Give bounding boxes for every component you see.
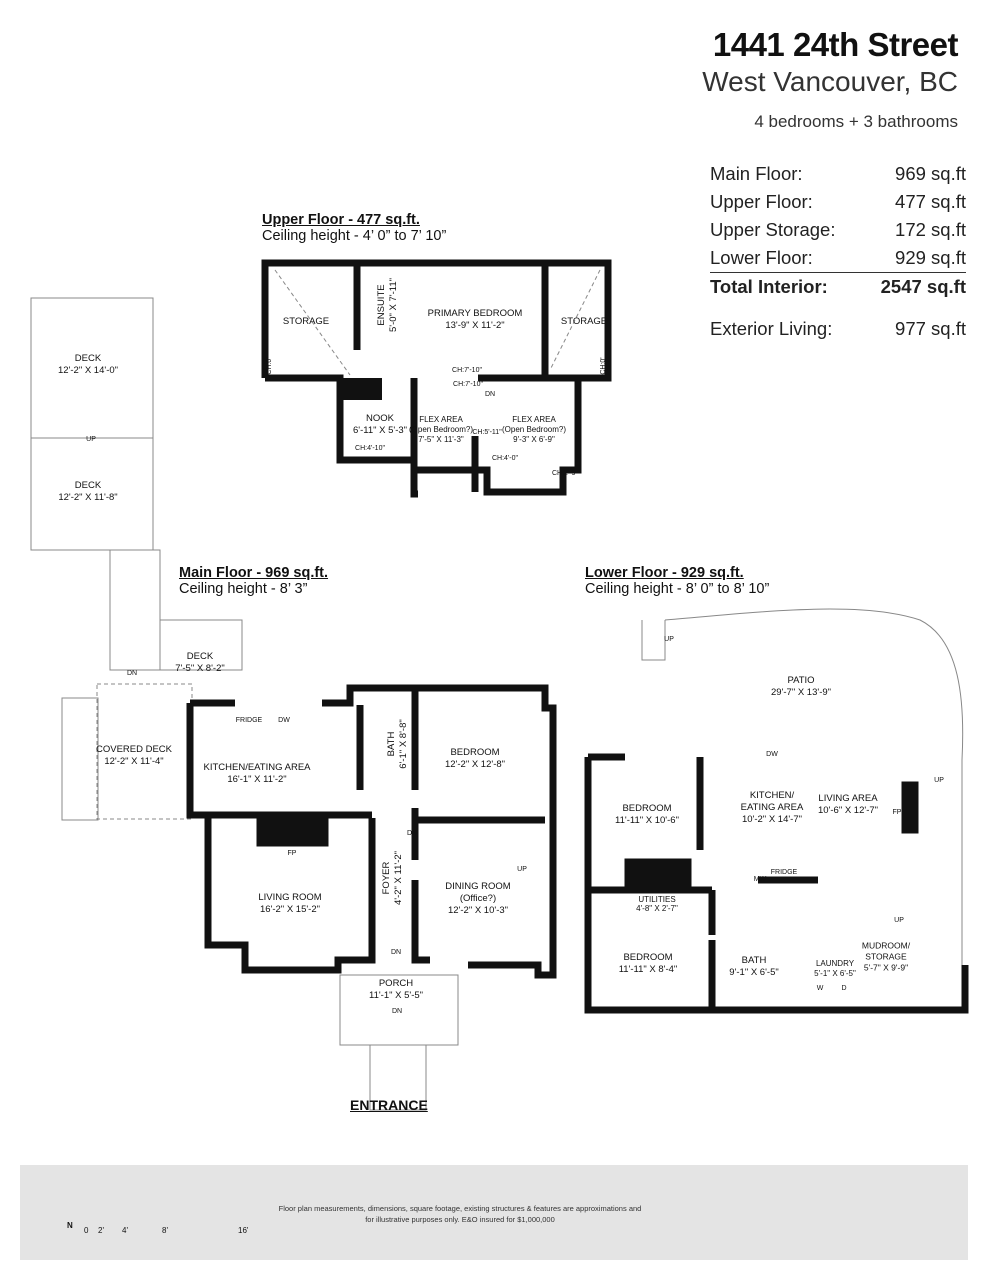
disclaimer-line: for illustrative purposes only. E&O insu… (365, 1215, 555, 1224)
disclaimer: Floor plan measurements, dimensions, squ… (260, 1203, 660, 1225)
stairs-up-label: UP (86, 436, 96, 443)
room-dining-room: DINING ROOM(Office?)12'-2" X 10'-3" (445, 881, 511, 916)
area-row: Upper Storage: 172 sq.ft (710, 216, 966, 244)
area-row: Lower Floor: 929 sq.ft (710, 244, 966, 272)
floor-title: Lower Floor - 929 sq.ft. (585, 565, 744, 581)
area-row: Main Floor: 969 sq.ft (710, 160, 966, 188)
stairs-down-label: DN (484, 391, 496, 398)
floor-title: Main Floor - 969 sq.ft. (179, 565, 329, 581)
area-label: Lower Floor: (710, 247, 813, 268)
walls (186, 259, 969, 1014)
disclaimer-line: Floor plan measurements, dimensions, squ… (278, 1204, 642, 1213)
room-upper-storage-west: STORAGE (282, 316, 330, 327)
area-exterior-row: Exterior Living: 977 sq.ft (710, 315, 966, 343)
room-flex-area-2: FLEX AREA(Open Bedroom?)9'-3" X 6'-9" (501, 415, 567, 444)
area-value: 969 sq.ft (895, 163, 966, 184)
fridge-label: FRIDGE (235, 717, 263, 724)
dryer-label: D (841, 985, 847, 992)
area-label: Total Interior: (710, 276, 828, 297)
dishwasher-label: DW (278, 717, 290, 724)
stairs-down-label: DN (406, 830, 418, 837)
bed-bath-summary: 4 bedrooms + 3 bathrooms (754, 112, 958, 131)
area-value: 2547 sq.ft (880, 276, 966, 297)
fridge-label: FRIDGE (770, 869, 798, 876)
floor-title: Upper Floor - 477 sq.ft. (262, 212, 420, 228)
ceiling-height-note: CH:0' (266, 357, 273, 375)
scale-tick: 16' (238, 1226, 249, 1235)
area-value: 172 sq.ft (895, 219, 966, 240)
ceiling-height-note: CH:7'-10" (452, 367, 482, 374)
main-floor-heading: Main Floor - 969 sq.ft. Ceiling height -… (179, 565, 328, 597)
entrance-label: ENTRANCE (350, 1097, 428, 1113)
lower-floor-heading: Lower Floor - 929 sq.ft. Ceiling height … (585, 565, 769, 597)
ceiling-height: Ceiling height - 8’ 3” (179, 581, 308, 597)
area-row: Upper Floor: 477 sq.ft (710, 188, 966, 216)
room-flex-area-1: FLEX AREA(Open Bedroom?)7'-5" X 11'-3" (408, 415, 474, 444)
ceiling-height: Ceiling height - 4’ 0” to 7’ 10” (262, 228, 447, 244)
dishwasher-label: DW (766, 751, 778, 758)
stairs-up-label: UP (517, 866, 527, 873)
washer-label: W (816, 985, 824, 992)
area-total-row: Total Interior: 2547 sq.ft (710, 272, 966, 301)
room-upper-storage-east: STORAGE (560, 316, 608, 327)
stairs-down-label: DN (126, 670, 138, 677)
area-value: 477 sq.ft (895, 191, 966, 212)
microwave-label: MW (753, 876, 767, 883)
stairs-down-label: DN (390, 949, 402, 956)
ceiling-height-note: CH:4'-10" (355, 445, 385, 452)
stairs-up-label: UP (894, 917, 904, 924)
fireplace-label: FP (892, 809, 902, 816)
property-address: 1441 24th Street (712, 26, 959, 63)
stairs-up-label: UP (934, 777, 944, 784)
upper-storage-lines (274, 269, 601, 376)
ceiling-height-note: CH:7'-10" (453, 381, 483, 388)
area-value: 977 sq.ft (895, 318, 966, 339)
ceiling-height-note: CH:4'-0" (492, 455, 518, 462)
footer-bar (20, 1165, 968, 1260)
area-value: 929 sq.ft (895, 247, 966, 268)
chimney-block (342, 378, 382, 400)
area-label: Upper Storage: (710, 219, 836, 240)
property-city: West Vancouver, BC (702, 66, 958, 97)
ceiling-height-note: CH:2'-9" (552, 470, 578, 477)
scale-tick: 2' (98, 1226, 104, 1235)
north-label: N (67, 1221, 73, 1230)
scale-tick: 0 (84, 1226, 89, 1235)
fireplace-label: FP (287, 850, 297, 857)
ceiling-height: Ceiling height - 8’ 0” to 8’ 10” (585, 581, 770, 597)
ceiling-height-note: CH:0' (600, 357, 607, 375)
scale-tick: 4' (122, 1226, 128, 1235)
area-label: Main Floor: (710, 163, 803, 184)
area-label: Upper Floor: (710, 191, 813, 212)
stairs-up-label: UP (664, 636, 674, 643)
stairs-down-label: DN (391, 1008, 403, 1015)
ceiling-height-note: CH:5'-11" (472, 429, 502, 436)
area-label: Exterior Living: (710, 318, 833, 339)
upper-floor-heading: Upper Floor - 477 sq.ft. Ceiling height … (262, 212, 446, 244)
scale-tick: 8' (162, 1226, 168, 1235)
area-summary-table: Main Floor: 969 sq.ft Upper Floor: 477 sq.… (710, 160, 966, 343)
